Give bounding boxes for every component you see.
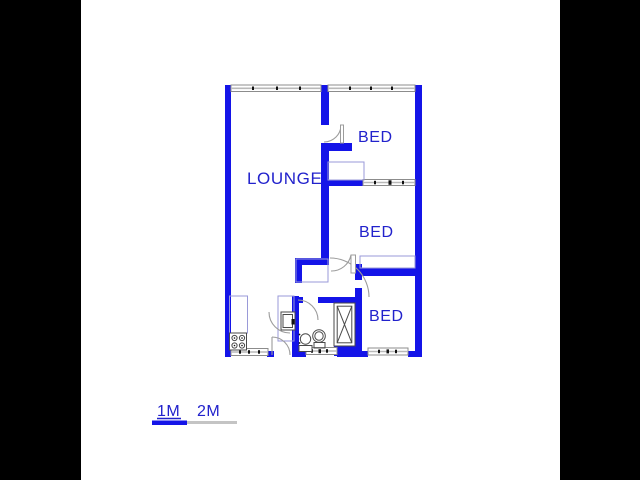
bed1-cupboard [327, 161, 365, 181]
room-label-bed-bottom: BED [369, 308, 404, 325]
toilet-icon [298, 333, 313, 352]
window-bed1-bed2-divider [362, 179, 416, 186]
hall-closet-inner [295, 258, 329, 283]
stove-icon [229, 332, 247, 351]
wall-bathroom-top-left [292, 297, 303, 303]
window-top-right [327, 84, 416, 92]
door-arc-kitchen [268, 311, 291, 334]
door-arc-hall [329, 257, 370, 298]
window-top-left [230, 84, 322, 92]
wall-bottom-corner-right [408, 351, 422, 357]
room-label-bed-middle: BED [359, 224, 394, 241]
window-bed3 [367, 347, 409, 356]
doors [268, 124, 370, 356]
wall-bathroom-corner-block [334, 345, 355, 356]
wall-bottom-seg-bath [292, 351, 306, 357]
wall-hall-closet-left [295, 258, 302, 283]
door-arc-bathroom [297, 299, 319, 321]
wall-exterior-right [415, 85, 422, 357]
wall-hall-closet-top [295, 258, 329, 265]
basin-icon [312, 329, 326, 349]
bed2-cupboard [359, 255, 416, 269]
wall-bed3-left [355, 288, 362, 351]
door-arc-entry [271, 336, 291, 356]
scale-label-1m: 1M [157, 403, 180, 420]
scale-bar: 1M 2M [152, 403, 237, 425]
shower-cupboard-icon [333, 302, 356, 347]
wall-bottom-seg-mid [337, 351, 356, 357]
door-arc-bed2 [330, 254, 352, 272]
wall-bottom-entry-stub [267, 351, 274, 357]
wall-exterior-left [225, 85, 231, 357]
window-kitchen [230, 348, 269, 356]
scale-segment-2m [187, 421, 237, 424]
wall-bed3-foot [355, 351, 368, 357]
scale-label-2m: 2M [197, 403, 220, 420]
floor-plan: LOUNGE BED BED BED [225, 84, 422, 357]
wall-interior-upper [321, 85, 329, 125]
wall-bottom-corner-left [225, 351, 231, 357]
fixtures [229, 302, 356, 352]
wall-bathroom-top-right [318, 297, 355, 303]
letterbox-right [560, 0, 640, 480]
wall-divider-bed2-bed3 [355, 268, 415, 276]
room-label-lounge: LOUNGE [247, 169, 322, 188]
wall-bed1-stub [321, 143, 352, 151]
letterbox-left [0, 0, 81, 480]
door-leaf-bed1 [340, 124, 344, 144]
kitchen-sink-icon [280, 311, 296, 331]
wall-interior-lower [321, 151, 329, 263]
scale-segment-1m [152, 420, 187, 425]
wall-divider-bed1-bed2 [321, 180, 363, 186]
room-label-bed-top: BED [358, 129, 393, 146]
door-leaf-bed2 [350, 254, 356, 274]
